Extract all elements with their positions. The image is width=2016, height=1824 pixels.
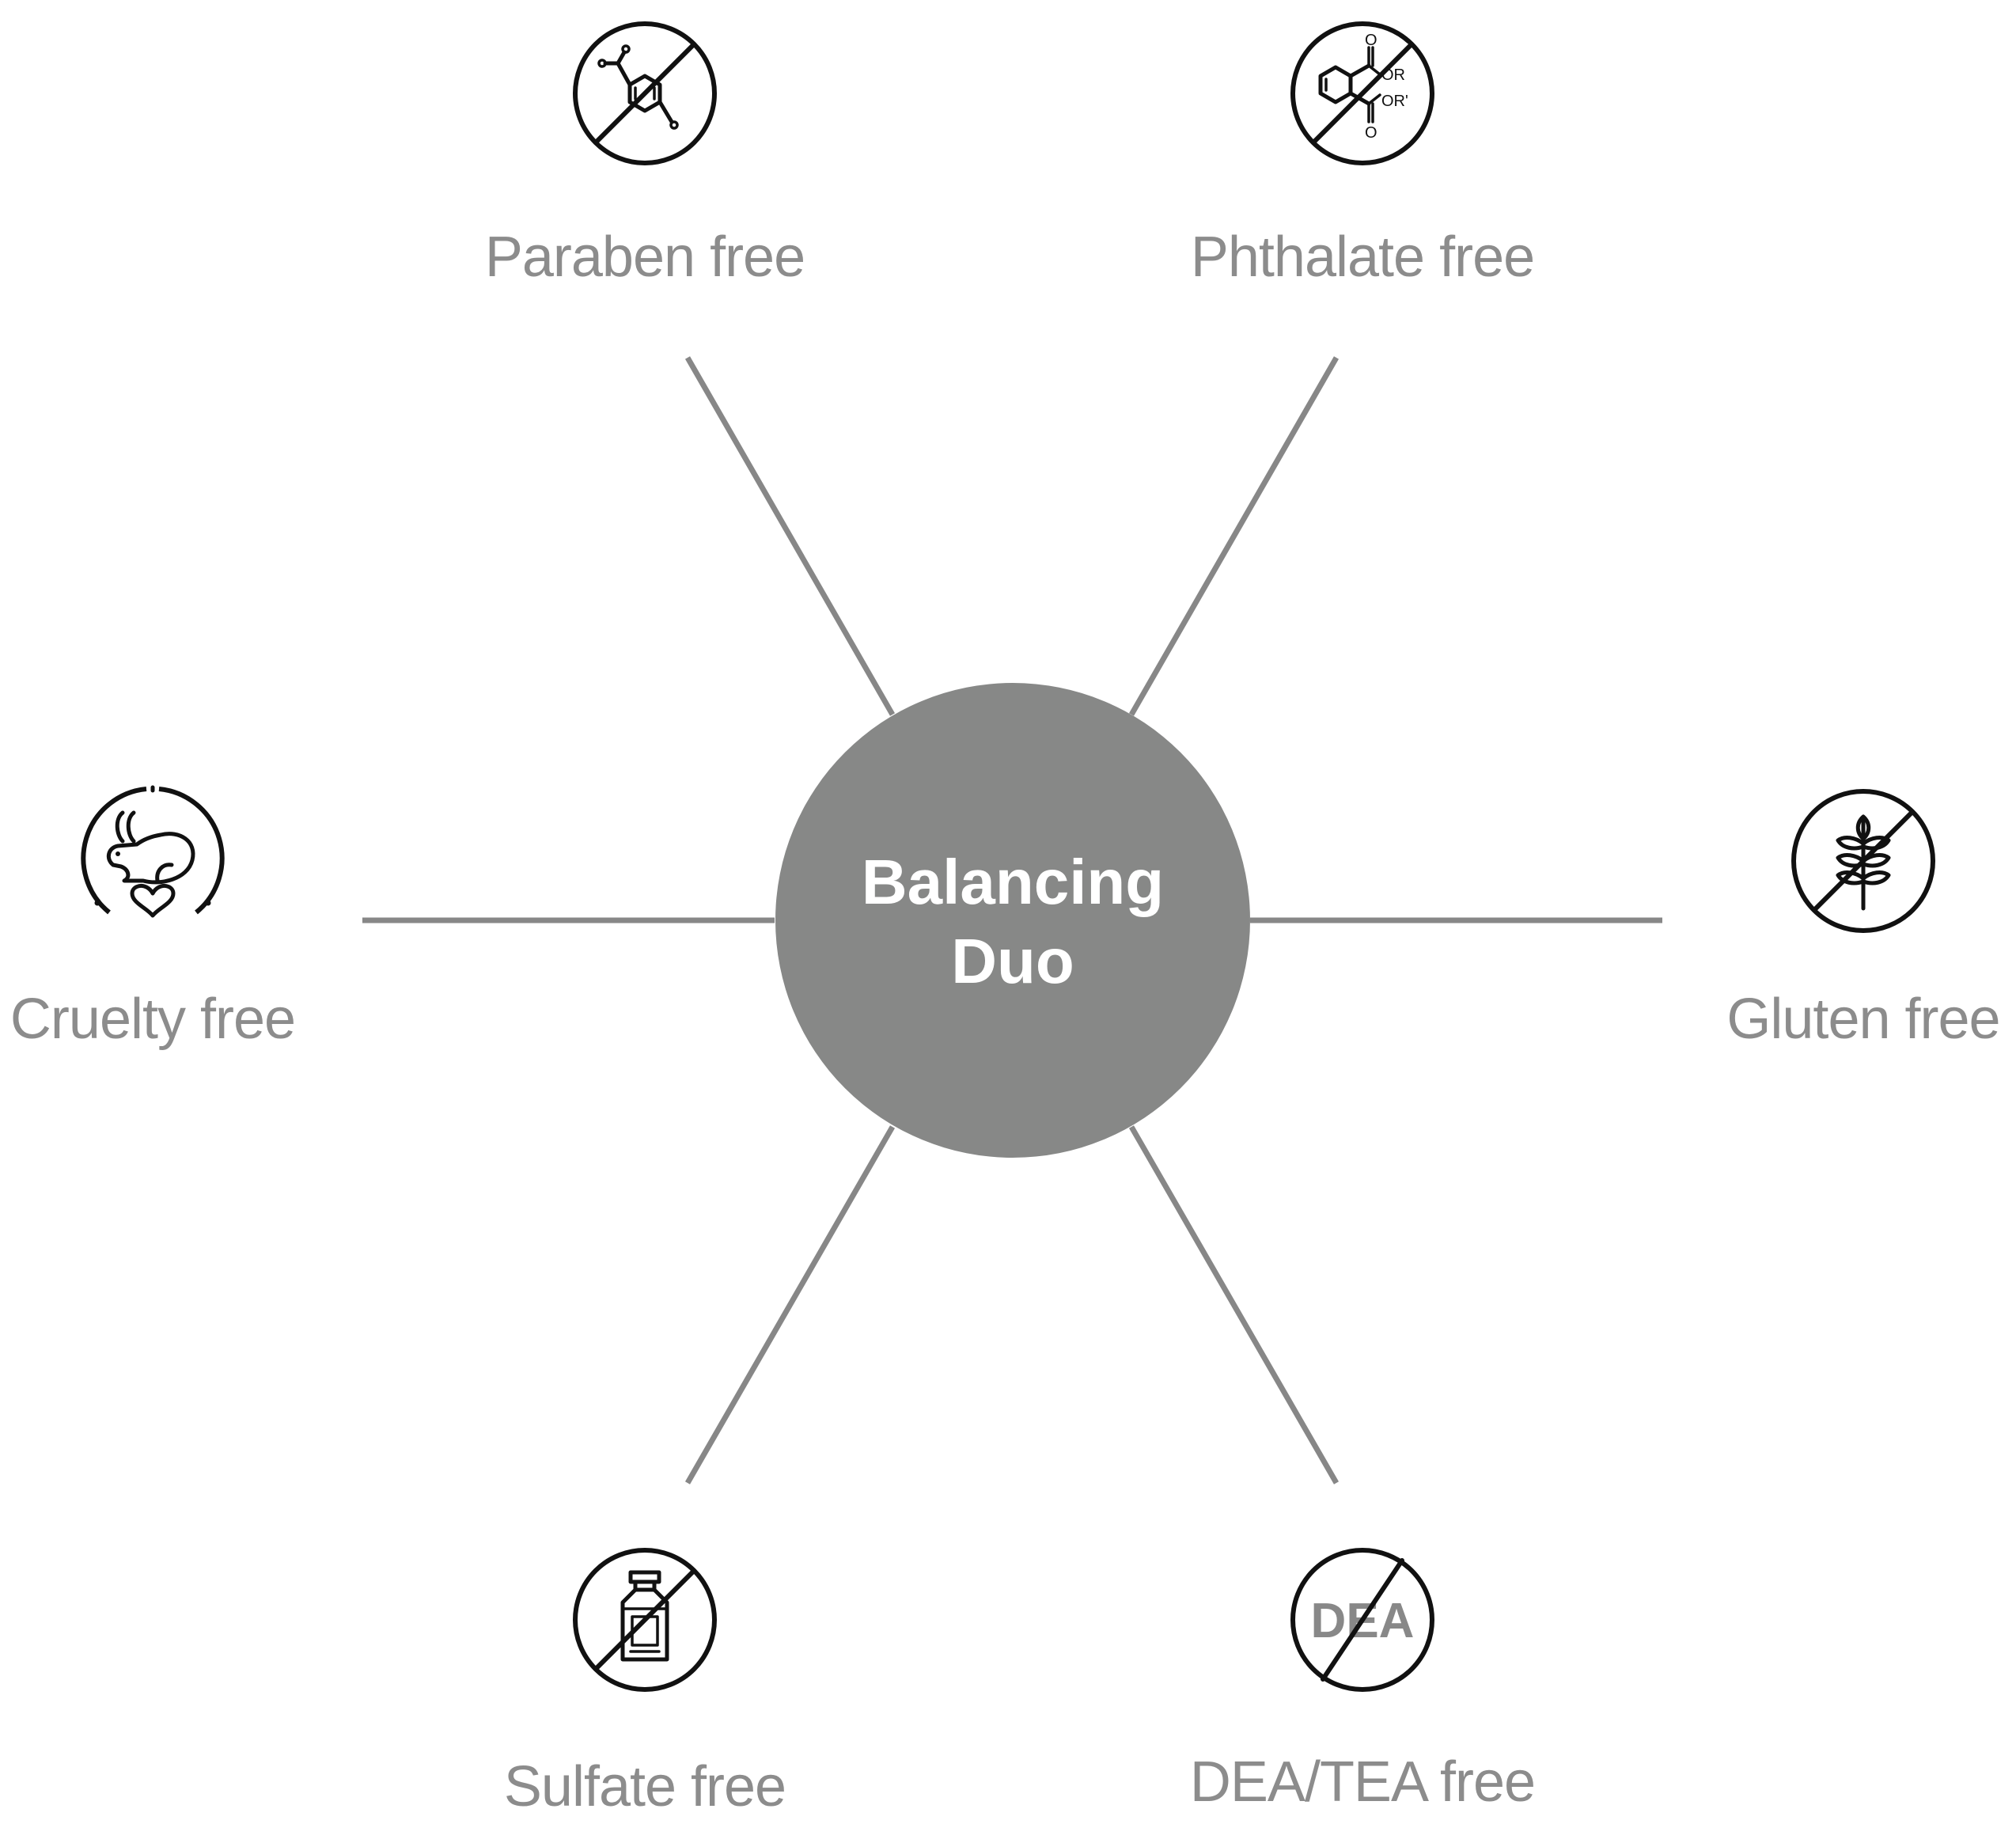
feature-paraben: Paraben free: [485, 21, 805, 289]
feature-phthalate: OR OR' O O Phthalate free: [1191, 21, 1535, 289]
feature-label: DEA/TEA free: [1190, 1750, 1535, 1814]
hub: Balancing Duo: [775, 683, 1250, 1158]
phthalate-molecule-crossed-icon: OR OR' O O: [1290, 21, 1434, 165]
feature-label: Sulfate free: [504, 1755, 786, 1818]
spoke-dea: [1128, 1125, 1340, 1485]
feature-dea: DEA DEA/TEA free: [1190, 1548, 1536, 1814]
hub-title-line-2: Duo: [951, 926, 1074, 996]
chem-label-or-prime: OR': [1381, 93, 1408, 110]
paraben-molecule-crossed-icon: [573, 21, 717, 165]
dea-crossed-icon: DEA: [1290, 1548, 1434, 1692]
spoke-paraben: [684, 356, 896, 716]
feature-label: Cruelty free: [10, 988, 295, 1051]
spokes: [362, 356, 1662, 1485]
feature-sulfate: Sulfate free: [504, 1548, 786, 1818]
rabbit-heart-icon: [81, 785, 225, 918]
feature-label: Paraben free: [485, 226, 805, 289]
hub-title-line-1: Balancing: [862, 847, 1164, 917]
feature-cruelty: Cruelty free: [10, 785, 296, 1051]
chem-label-o-top: O: [1365, 32, 1377, 49]
hub-circle: [775, 683, 1250, 1158]
feature-gluten: Gluten free: [1726, 789, 2001, 1051]
wheat-crossed-icon: [1791, 789, 1935, 933]
spoke-sulfate: [684, 1125, 896, 1485]
feature-label: Phthalate free: [1191, 226, 1534, 289]
feature-label: Gluten free: [1726, 988, 1999, 1051]
tube-crossed-icon: [573, 1548, 717, 1692]
chem-label-o-bottom: O: [1365, 124, 1377, 142]
spoke-phthalate: [1128, 356, 1340, 716]
